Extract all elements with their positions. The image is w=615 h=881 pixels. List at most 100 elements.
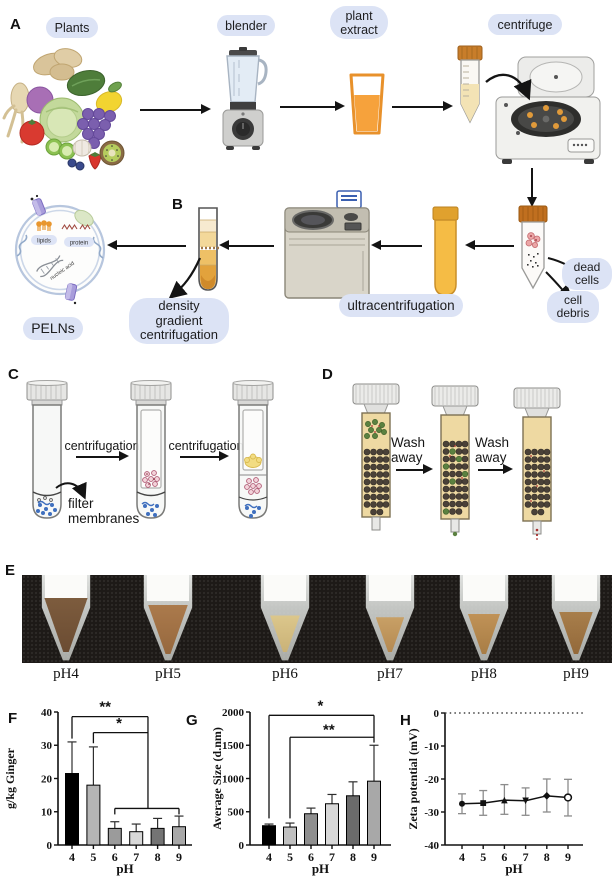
svg-text:pH: pH: [116, 861, 133, 876]
centrifuge-icon: [495, 56, 601, 164]
svg-text:8: 8: [350, 850, 356, 864]
panel-h-letter: H: [400, 712, 411, 729]
svg-text:30: 30: [41, 740, 53, 752]
pellet-tube-icon: [518, 205, 548, 290]
svg-text:*: *: [116, 715, 122, 732]
svg-text:0: 0: [434, 708, 440, 720]
column-1-icon: [352, 383, 400, 531]
svg-text:*: *: [318, 698, 324, 715]
svg-text:10: 10: [41, 807, 53, 819]
svg-text:4: 4: [266, 850, 272, 864]
svg-text:8: 8: [544, 850, 550, 864]
arrow-to-filter-membranes: [55, 481, 87, 500]
panel-d-letter: D: [322, 366, 333, 383]
nucleic-acid-icon: [36, 255, 64, 278]
photo-tube-ph9: [545, 575, 607, 663]
centrifugation-label-2: centrifugation: [168, 439, 244, 453]
svg-text:9: 9: [565, 850, 571, 864]
ph6-label: pH6: [272, 666, 298, 682]
wash-away-label-2: Wash away: [475, 435, 510, 465]
ph4-label: pH4: [53, 666, 79, 682]
arrow-gradient-to-density-label: [168, 257, 202, 299]
svg-text:**: **: [99, 698, 111, 715]
svg-text:5: 5: [287, 850, 293, 864]
dead-cells-label: dead cells: [562, 258, 612, 290]
cell-debris-label: cell debris: [547, 291, 599, 323]
arrow-ultra-to-gradient: [219, 240, 274, 250]
panel-a-letter: A: [10, 16, 21, 33]
arrow-blender-to-extract: [280, 101, 345, 111]
pelns-vesicle-icon: lipids protein nucleic acid: [14, 194, 106, 305]
svg-text:1000: 1000: [222, 773, 245, 785]
svg-text:0: 0: [47, 840, 53, 852]
svg-text:40: 40: [41, 707, 53, 719]
protein-icon: [61, 223, 91, 231]
arrow-extract-to-centrifuge: [392, 101, 453, 111]
svg-text:6: 6: [112, 850, 118, 864]
panel-f-letter: F: [8, 710, 18, 727]
membrane-channel-icon: [32, 198, 46, 216]
sample-tube-icon: [457, 45, 483, 124]
svg-text:20: 20: [41, 773, 53, 785]
panel-b-letter: B: [172, 196, 183, 213]
svg-text:9: 9: [176, 850, 182, 864]
plant-extract-glass-icon: [349, 73, 385, 135]
ph9-label: pH9: [563, 666, 589, 682]
svg-text:-40: -40: [424, 840, 439, 852]
svg-text:1500: 1500: [222, 740, 245, 752]
ph8-label: pH8: [471, 666, 497, 682]
filter-tube-1-icon: [26, 380, 68, 519]
photo-tube-ph6: [254, 575, 316, 663]
svg-text:-10: -10: [424, 741, 439, 753]
filter-tube-3-icon: [232, 380, 274, 519]
centrifugation-label-1: centrifugation: [64, 439, 140, 453]
svg-text:pH: pH: [312, 861, 329, 876]
pelns-label: PELNs: [23, 317, 83, 340]
svg-text:-30: -30: [424, 807, 439, 819]
svg-text:7: 7: [133, 850, 139, 864]
wash-away-label-1: Wash away: [391, 435, 426, 465]
plant-extract-label: plant extract: [330, 6, 388, 39]
ultracentrifugation-label: ultracentrifugation: [339, 294, 463, 317]
svg-text:7: 7: [523, 850, 529, 864]
ultracentrifuge-icon: [284, 190, 370, 299]
svg-text:8: 8: [155, 850, 161, 864]
svg-text:6: 6: [308, 850, 314, 864]
svg-text:6: 6: [501, 850, 507, 864]
filter-membranes-label: filter membranes: [68, 496, 140, 526]
svg-text:Zeta potential (mV): Zeta potential (mV): [406, 728, 420, 829]
gradient-tube-icon: [198, 207, 219, 291]
column-2-icon: [431, 385, 479, 537]
svg-text:Average Size (d.nm): Average Size (d.nm): [210, 727, 224, 830]
panel-c-letter: C: [8, 366, 19, 383]
svg-text:500: 500: [228, 807, 245, 819]
centrifuge-label: centrifuge: [488, 14, 562, 35]
svg-text:9: 9: [371, 850, 377, 864]
arrow-c1: [76, 451, 129, 461]
panel-e-letter: E: [5, 562, 16, 579]
arrow-c2: [180, 451, 229, 461]
density-gradient-label: density gradient centrifugation: [129, 298, 229, 344]
supernatant-tube-icon: [432, 206, 459, 296]
arrow-tube-into-centrifuge: [485, 73, 532, 101]
blender-icon: [222, 47, 268, 150]
photo-tube-ph7: [359, 575, 421, 663]
blender-label: blender: [217, 15, 275, 36]
ph7-label: pH7: [377, 666, 403, 682]
svg-text:7: 7: [329, 850, 335, 864]
column-3-icon: [513, 387, 561, 540]
arrow-d1: [396, 464, 433, 474]
arrow-d2: [478, 464, 513, 474]
svg-text:**: **: [323, 721, 335, 738]
svg-text:5: 5: [480, 850, 486, 864]
arrow-pellet-to-supernatant: [465, 240, 514, 250]
ph5-label: pH5: [155, 666, 181, 682]
plants-produce-icon: [2, 48, 125, 171]
plants-label: Plants: [46, 17, 98, 38]
arrow-plants-to-blender: [140, 104, 211, 114]
svg-text:pH: pH: [505, 861, 522, 876]
arrow-centrifuge-down: [526, 168, 537, 207]
lipids-label: lipids: [37, 238, 51, 244]
photo-tube-ph8: [453, 575, 515, 663]
